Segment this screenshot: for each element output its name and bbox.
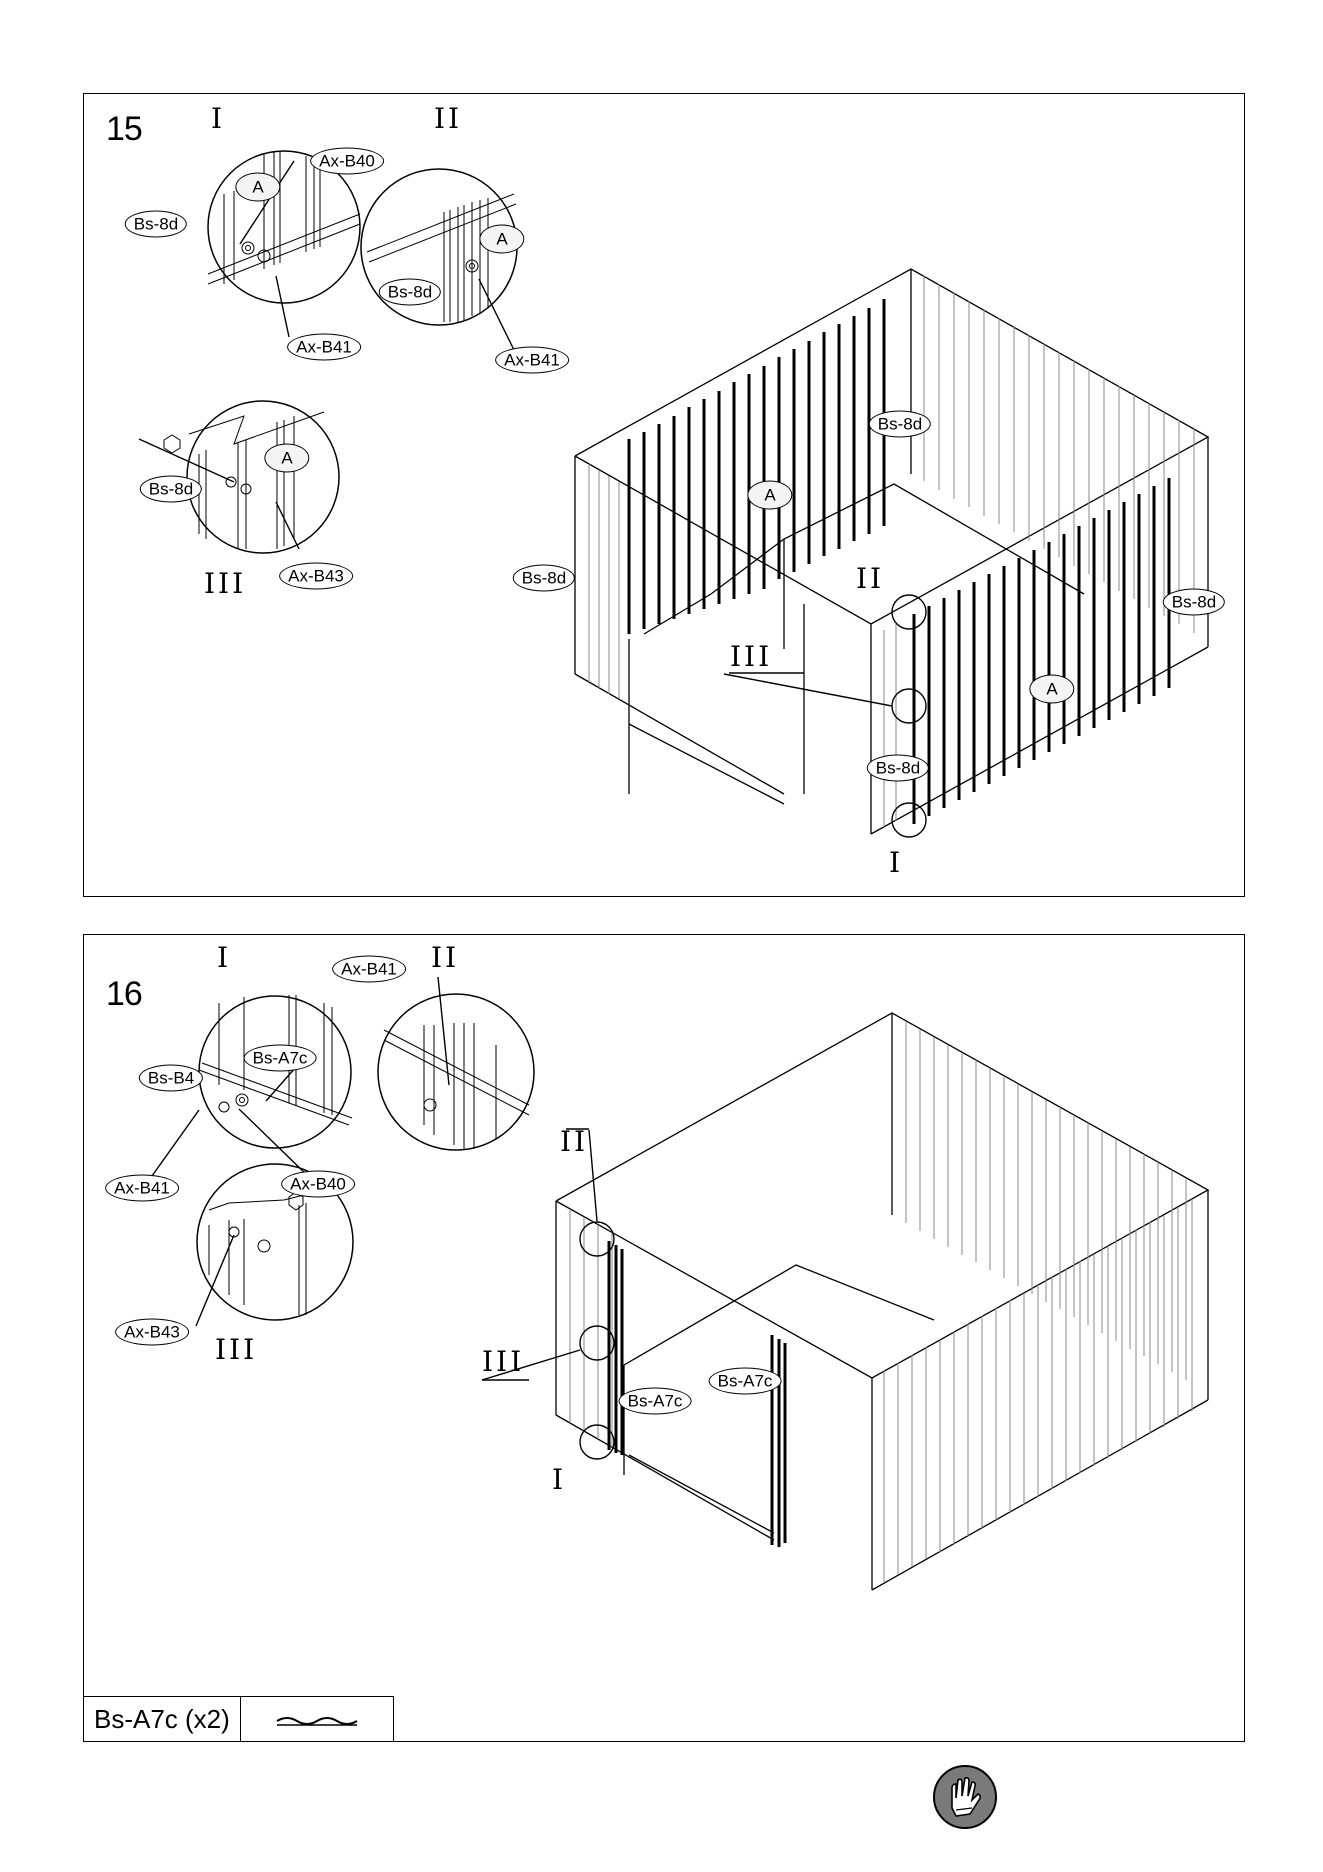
part-tag: Bs-8d xyxy=(125,211,187,238)
part-thumbnail xyxy=(241,1697,394,1741)
part-tag: Ax-B43 xyxy=(279,563,353,590)
part-tag: Bs-8d xyxy=(869,411,931,438)
callout-i-label: I xyxy=(889,846,903,879)
detail-ii-label: II xyxy=(434,102,462,135)
part-tag: A xyxy=(235,173,280,202)
detail-ii-circle xyxy=(378,994,534,1150)
detail-iii-label: III xyxy=(204,567,246,600)
step-15-panel: 15 I II III A Bs-8d Ax-B40 Ax-B41 A Bs-8… xyxy=(83,93,1245,897)
part-tag: Bs-8d xyxy=(140,476,202,503)
part-profile-icon xyxy=(267,1709,367,1729)
part-tag: Bs-A7c xyxy=(619,1388,692,1415)
part-tag: A xyxy=(1029,675,1074,704)
callout-ii-label: II xyxy=(560,1125,588,1158)
part-tag: Bs-A7c xyxy=(709,1368,782,1395)
part-tag: Ax-B41 xyxy=(332,956,406,983)
part-tag: Ax-B41 xyxy=(105,1175,179,1202)
detail-iii-circle xyxy=(187,401,339,553)
part-tag: Bs-8d xyxy=(1163,589,1225,616)
shed-15-drawing xyxy=(575,269,1208,834)
step-16-panel: 16 I II III Bs-B4 Bs-A7c Ax-B41 Ax-B40 A… xyxy=(83,934,1245,1742)
part-tag: Ax-B41 xyxy=(495,347,569,374)
part-tag: Bs-8d xyxy=(867,755,929,782)
step-number: 15 xyxy=(106,110,142,149)
detail-i-circle xyxy=(199,996,351,1148)
detail-i-label: I xyxy=(211,102,225,135)
back-wall-panels xyxy=(629,299,884,634)
part-tag: Ax-B43 xyxy=(115,1319,189,1346)
part-tag: Bs-8d xyxy=(379,279,441,306)
part-tag: Ax-B41 xyxy=(287,334,361,361)
part-tag: A xyxy=(479,225,524,254)
part-tag: Ax-B40 xyxy=(281,1171,355,1198)
step-number: 16 xyxy=(106,975,142,1014)
part-tag: Bs-B4 xyxy=(139,1065,203,1092)
part-tag: Ax-B40 xyxy=(310,148,384,175)
part-tag: A xyxy=(264,444,309,473)
detail-iii-label: III xyxy=(215,1333,257,1366)
parts-needed-box: Bs-A7c (x2) xyxy=(84,1696,394,1741)
part-tag: Bs-A7c xyxy=(244,1045,317,1072)
detail-ii-label: II xyxy=(431,941,459,974)
callout-ii-label: II xyxy=(856,562,884,595)
callout-iii-label: III xyxy=(482,1345,524,1378)
callout-i-label: I xyxy=(552,1463,566,1496)
part-tag: Bs-8d xyxy=(513,565,575,592)
part-tag: A xyxy=(747,481,792,510)
detail-i-label: I xyxy=(217,941,231,974)
callout-iii-label: III xyxy=(730,640,772,673)
gloves-icon xyxy=(932,1764,998,1830)
part-count-label: Bs-A7c (x2) xyxy=(84,1697,241,1741)
step-15-illustration xyxy=(84,94,1246,898)
shed-16-drawing xyxy=(556,1013,1208,1590)
